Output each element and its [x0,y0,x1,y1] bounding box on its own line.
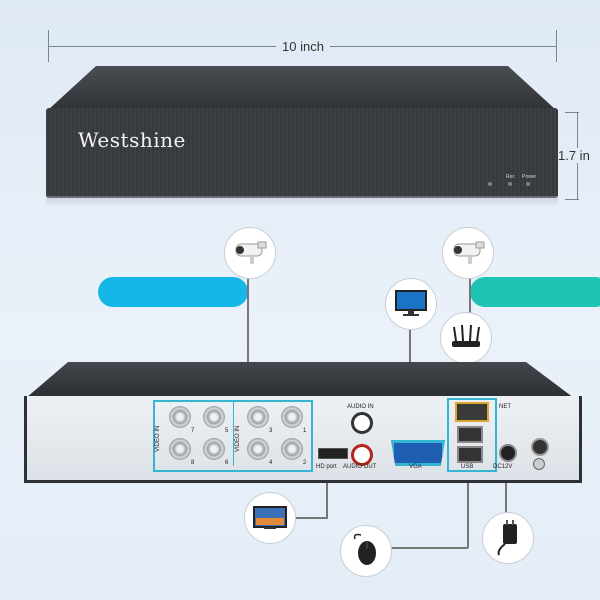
right-accent-pill [470,277,600,307]
video-divider [233,402,234,466]
width-dimension-tick-left [48,30,49,62]
router-icon [440,312,492,364]
height-dimension-tick-bottom [565,199,579,200]
ground-screw [533,458,545,470]
net-label: NET [499,404,511,410]
height-label: 1.7 in [557,148,591,163]
rec-led [508,182,512,186]
usb-port-top [457,426,483,443]
audio-in-label: AUDIO IN [347,404,374,410]
hdmi-label: HD port [316,464,337,470]
video-input-group [153,400,313,472]
audio-out-jack [351,444,373,466]
ethernet-port [455,402,489,422]
bnc-number: 4 [269,460,273,466]
bnc-number: 3 [269,428,273,434]
video-in-label-left: VIDEO IN [155,425,161,452]
dvr-top-surface [48,66,556,110]
hdmi-port [318,448,348,459]
audio-out-label: AUDIO OUT [343,464,377,470]
status-led [488,182,492,186]
bnc-number: 1 [303,428,307,434]
bnc-port-3 [247,406,269,428]
width-label: 10 inch [276,39,330,54]
mouse-wire-vertical [467,462,469,548]
mouse-wire-horizontal [388,547,468,549]
power-wire [505,462,507,514]
bnc-port-1 [281,406,303,428]
dc-jack [499,444,517,462]
bnc-port-4 [247,438,269,460]
bnc-number: 2 [303,460,307,466]
usb-port-bottom [457,446,483,463]
bnc-number: 7 [191,428,195,434]
dvr-back-panel: VIDEO IN VIDEO IN 7 5 3 1 8 6 4 2 HD por… [24,396,582,483]
camera-right-icon [442,227,494,279]
monitor-icon [385,278,437,330]
bnc-number: 8 [191,460,195,466]
dvr-front-panel: Westshine Rec Power [46,108,558,196]
camera-left-icon [224,227,276,279]
left-accent-pill [98,277,248,307]
ground-terminal [531,438,549,456]
width-dimension-tick-right [556,30,557,62]
tv-icon [244,492,296,544]
bnc-port-5 [203,406,225,428]
usb-label: USB [461,464,474,470]
power-adapter-icon [482,512,534,564]
rec-label: Rec [506,174,515,180]
vga-label: VGA [409,464,422,470]
height-dimension-tick-top [565,112,579,113]
dc-label: DC12V [493,464,513,470]
bnc-port-8 [169,438,191,460]
net-usb-group [447,398,497,472]
video-in-label-right: VIDEO IN [235,425,241,452]
power-label: Power [522,174,537,180]
power-led [526,182,530,186]
dvr-reflection [46,196,558,206]
mouse-icon [340,525,392,577]
audio-in-jack [351,412,373,434]
bnc-number: 5 [225,428,229,434]
dvr-back-top [26,362,574,398]
bnc-number: 6 [225,460,229,466]
camera-wire-left [247,275,249,405]
brand-logo: Westshine [78,128,186,152]
bnc-port-2 [281,438,303,460]
tv-wire-vertical [326,462,328,518]
tv-wire-horizontal [294,517,328,519]
bnc-port-7 [169,406,191,428]
bnc-port-6 [203,438,225,460]
vga-port [391,440,445,466]
